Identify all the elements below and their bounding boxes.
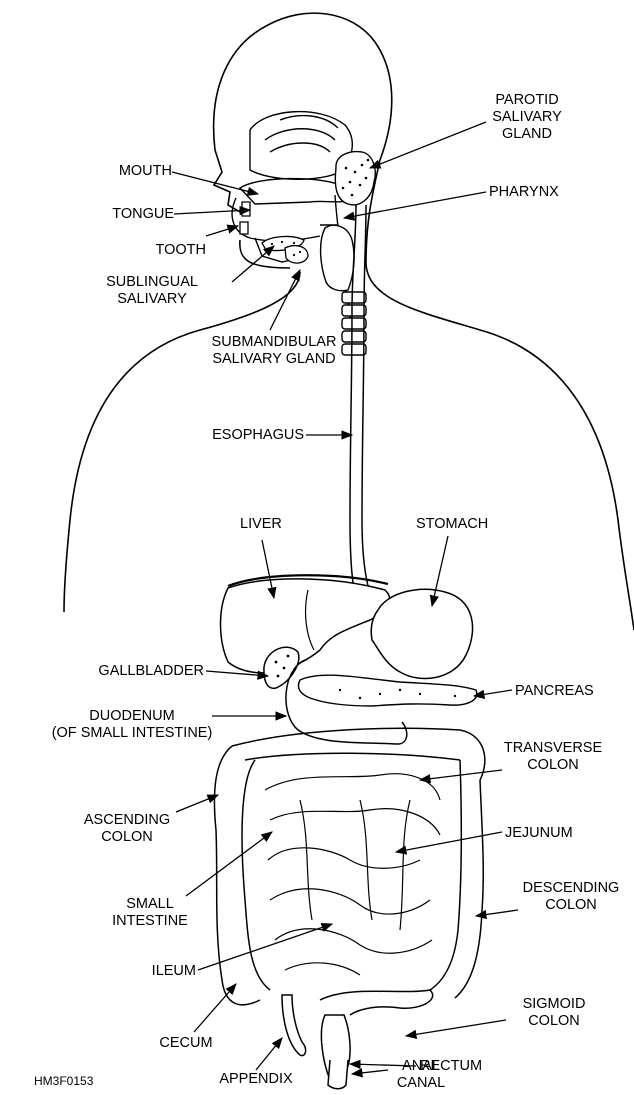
- label-ileum: ILEUM: [120, 963, 196, 980]
- label-tooth: TOOTH: [96, 242, 206, 259]
- parotid-gland-shape: [335, 152, 375, 205]
- label-submandibular-salivary-gland: SUBMANDIBULAR SALIVARY GLAND: [200, 334, 348, 368]
- stomach-shape: [371, 589, 472, 678]
- label-sigmoid-colon: SIGMOID COLON: [504, 996, 604, 1030]
- label-transverse-colon: TRANSVERSE COLON: [494, 740, 612, 774]
- label-pancreas: PANCREAS: [515, 683, 615, 700]
- label-pharynx: PHARYNX: [489, 184, 589, 201]
- label-appendix: APPENDIX: [206, 1071, 306, 1088]
- label-mouth: MOUTH: [90, 163, 172, 180]
- label-small-intestine: SMALL INTESTINE: [100, 896, 200, 930]
- label-jejunum: JEJUNUM: [505, 825, 605, 842]
- small-intestine-coils: [265, 774, 440, 975]
- liver-shape: [221, 579, 390, 673]
- label-stomach: STOMACH: [416, 516, 506, 533]
- label-cecum: CECUM: [146, 1035, 226, 1052]
- label-ascending-colon: ASCENDING COLON: [72, 812, 182, 846]
- label-anal-canal: ANAL CANAL: [386, 1058, 456, 1092]
- label-tongue: TONGUE: [92, 206, 174, 223]
- submandibular-gland-shape: [285, 246, 308, 263]
- label-descending-colon: DESCENDING COLON: [512, 880, 630, 914]
- large-intestine: [214, 728, 484, 1015]
- label-sublingual-salivary: SUBLINGUAL SALIVARY: [92, 274, 212, 308]
- label-esophagus: ESOPHAGUS: [184, 427, 304, 444]
- label-gallbladder: GALLBLADDER: [60, 663, 204, 680]
- figure-code: HM3F0153: [34, 1073, 134, 1090]
- teeth-shape: [240, 202, 250, 234]
- pancreas-shape: [298, 675, 476, 706]
- label-liver: LIVER: [240, 516, 300, 533]
- label-parotid-salivary-gland: PAROTID SALIVARY GLAND: [487, 92, 567, 143]
- head-internals: [232, 112, 352, 330]
- label-duodenum: DUODENUM (OF SMALL INTESTINE): [48, 708, 216, 742]
